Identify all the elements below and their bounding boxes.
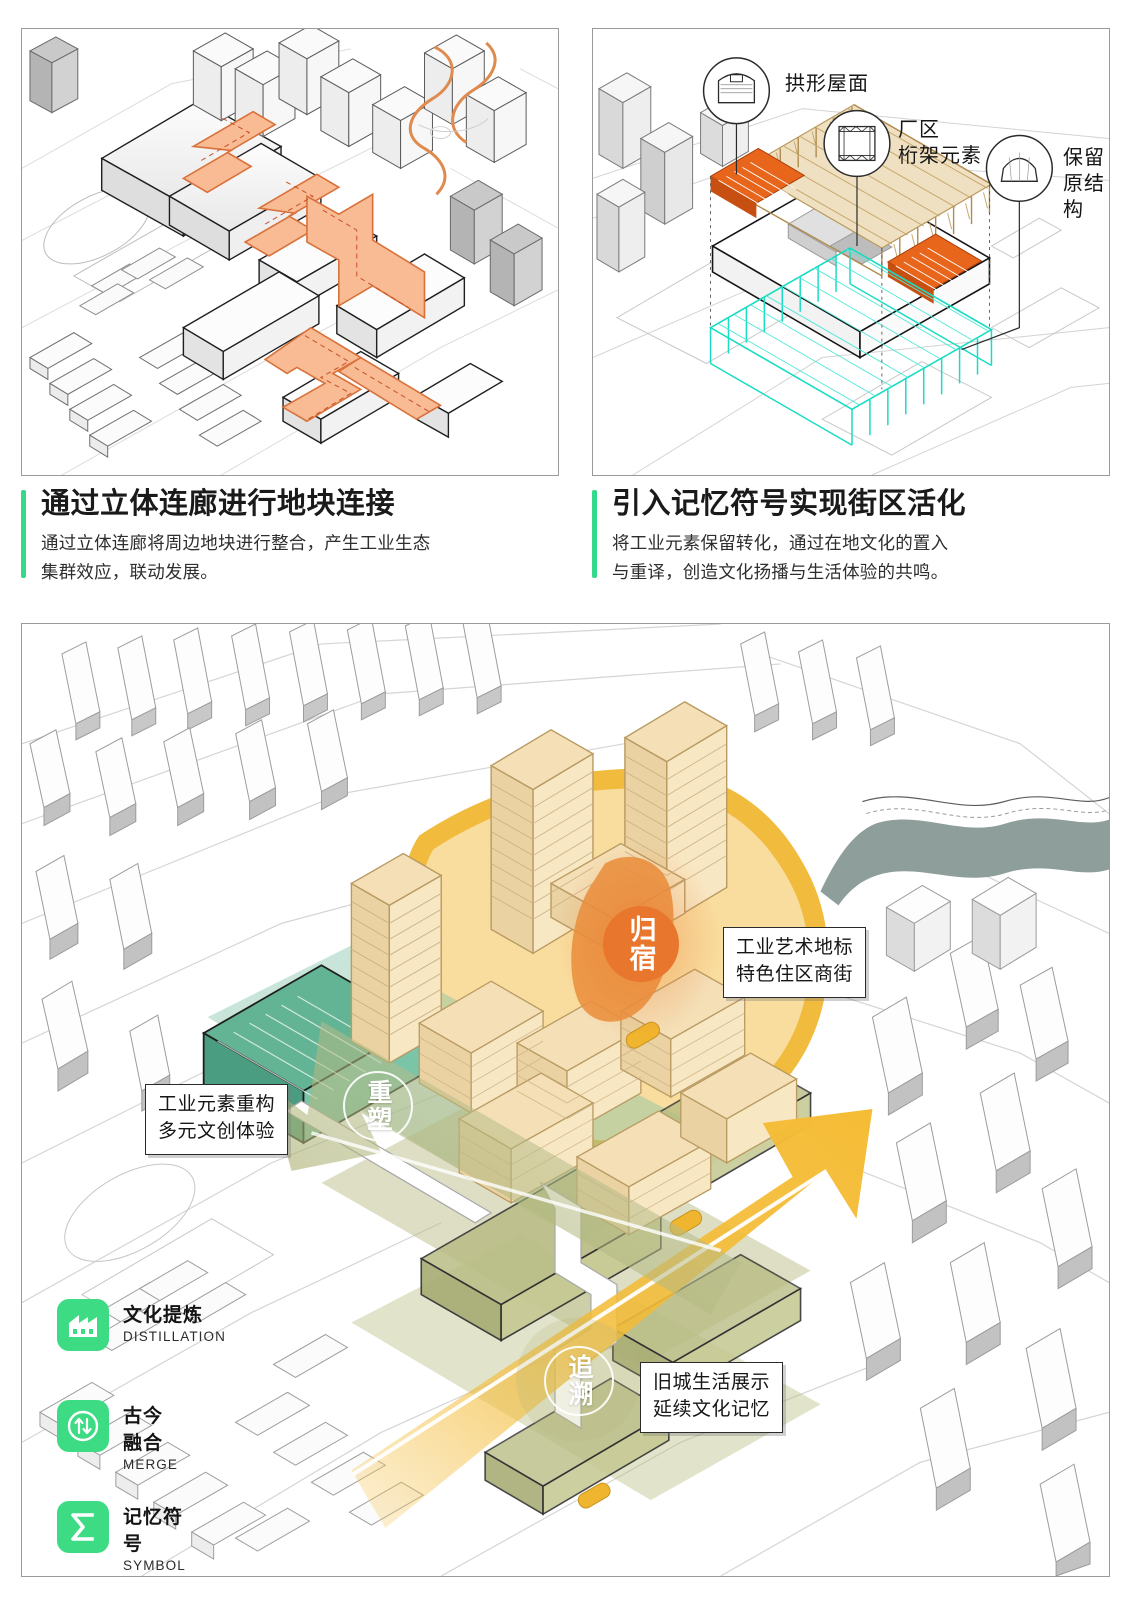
- callout-memory[interactable]: 旧城生活展示 延续文化记忆: [640, 1362, 784, 1433]
- legend-text-symbol: 记忆符号 SYMBOL: [123, 1502, 186, 1573]
- heading-body-memory-line2: 与重译，创造文化扬播与生活体验的共鸣。: [612, 561, 949, 582]
- sigma-icon: [57, 1501, 109, 1553]
- annotation-retain-structure: [961, 134, 1053, 351]
- sigma-icon-glyph: [71, 1513, 94, 1541]
- heading-title-corridor: 通过立体连廊进行地块连接: [41, 488, 396, 520]
- annotation-label-arch-roof: 拱形屋面: [785, 73, 869, 95]
- legend-cn-symbol: 记忆符号: [123, 1507, 184, 1555]
- hub-circle-chongsu[interactable]: 重塑: [343, 1071, 413, 1141]
- structural-frame-layer: [708, 247, 994, 446]
- legend-text-distillation: 文化提炼 DISTILLATION: [123, 1300, 226, 1344]
- factory-icon: [57, 1299, 109, 1351]
- updown-arrows-circle-icon-glyph: [67, 1410, 99, 1442]
- heading-title-memory: 引入记忆符号实现街区活化: [612, 488, 967, 520]
- hub-circle-zhuisu[interactable]: 追溯: [544, 1346, 614, 1416]
- annotation-label-truss-line2: 桁架元素: [898, 145, 982, 167]
- callout-rebuild-line1: 工业元素重构: [158, 1094, 276, 1115]
- context-massing: [29, 624, 1093, 1576]
- legend-en-merge: MERGE: [123, 1457, 179, 1472]
- callout-memory-line2: 延续文化记忆: [653, 1398, 771, 1420]
- gold-arrow: [351, 1108, 873, 1529]
- heading-body-corridor-line2: 集群效应，联动发展。: [41, 561, 218, 582]
- heading-body-memory: 将工业元素保留转化，通过在地文化的置入 与重译，创造文化扬播与生活体验的共鸣。: [612, 529, 1112, 586]
- heading-block-corridor: 通过立体连廊进行地块连接 通过立体连廊将周边地块进行整合，产生工业生态 集群效应…: [21, 486, 566, 586]
- legend-text-merge: 古今融合 MERGE: [123, 1401, 178, 1472]
- exploded-axon-drawing: [593, 29, 1109, 475]
- annotation-label-truss-line1: 厂区: [898, 119, 940, 141]
- legend-en-distillation: DISTILLATION: [123, 1329, 226, 1344]
- elevated-corridor-path: [181, 110, 443, 423]
- annotation-label-retain: 保留 原结构: [1063, 145, 1109, 223]
- heading-body-corridor: 通过立体连廊将周边地块进行整合，产生工业生态 集群效应，联动发展。: [41, 529, 566, 586]
- heading-body-memory-line1: 将工业元素保留转化，通过在地文化的置入: [612, 533, 949, 554]
- annotation-label-truss: 厂区 桁架元素: [898, 117, 982, 169]
- factory-icon-glyph: [69, 1315, 97, 1337]
- annotation-label-retain-line1: 保留: [1063, 147, 1105, 169]
- annotation-label-retain-line2: 原结构: [1063, 173, 1105, 221]
- callout-landmark-line2: 特色住区商街: [736, 963, 854, 985]
- callout-rebuild-line2: 多元文创体验: [158, 1120, 276, 1142]
- river: [820, 796, 1109, 906]
- callout-memory-line1: 旧城生活展示: [653, 1372, 771, 1393]
- hub-circle-guisu[interactable]: 归宿: [603, 906, 679, 982]
- corridor-axon-drawing: [22, 29, 558, 475]
- diagram-panel-corridor-connection: [21, 28, 559, 476]
- callout-landmark[interactable]: 工业艺术地标 特色住区商街: [723, 927, 867, 998]
- legend-cn-merge: 古今融合: [123, 1406, 164, 1454]
- diagram-panel-memory-symbols: 拱形屋面 厂区 桁架元素 保留 原结构: [592, 28, 1110, 476]
- annotation-arch-roof: [702, 57, 771, 175]
- annotation-truss: [823, 109, 891, 247]
- legend-cn-distillation: 文化提炼: [123, 1305, 204, 1326]
- heading-block-memory: 引入记忆符号实现街区活化 将工业元素保留转化，通过在地文化的置入 与重译，创造文…: [592, 486, 1112, 586]
- heading-body-corridor-line1: 通过立体连廊将周边地块进行整合，产生工业生态: [41, 533, 431, 554]
- main-masterplan-panel: 归宿 重塑 追溯 工业艺术地标 特色住区商街 工业元素重构 多元文创体验 旧城生…: [21, 623, 1110, 1577]
- accent-bar-left: [21, 490, 26, 578]
- callout-rebuild[interactable]: 工业元素重构 多元文创体验: [145, 1084, 289, 1155]
- legend-en-symbol: SYMBOL: [123, 1558, 186, 1573]
- updown-arrows-circle-icon: [57, 1400, 109, 1452]
- accent-bar-right: [592, 490, 597, 578]
- callout-landmark-line1: 工业艺术地标: [736, 937, 854, 958]
